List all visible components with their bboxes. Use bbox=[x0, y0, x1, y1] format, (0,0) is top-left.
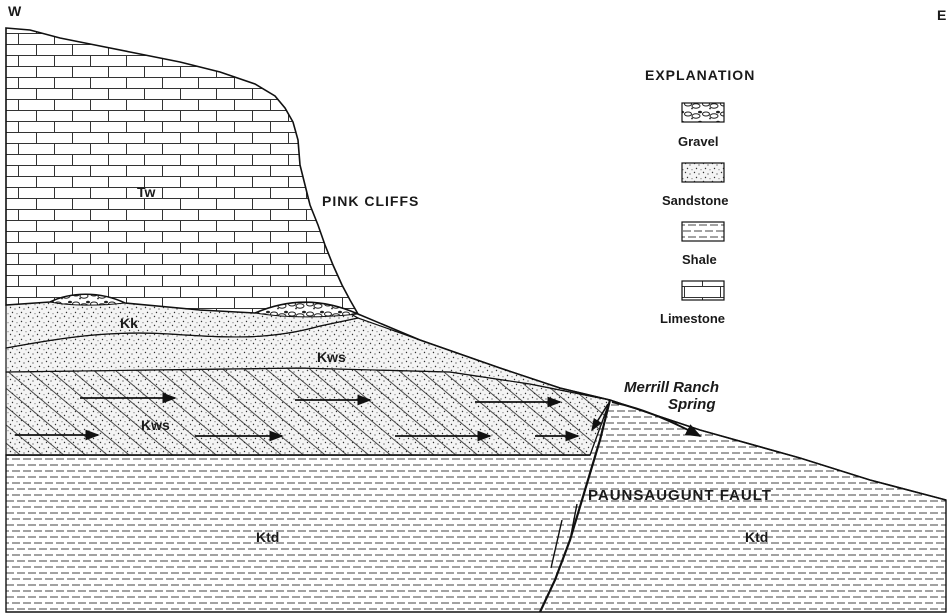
fault-displacement-arrow-down bbox=[550, 519, 563, 569]
kws-lower-label: Kws bbox=[141, 417, 170, 433]
pink-cliffs-label: PINK CLIFFS bbox=[322, 193, 419, 209]
paunsaugunt-fault-line bbox=[539, 399, 612, 613]
ktd-west-label: Ktd bbox=[256, 529, 279, 545]
kws-upper-label: Kws bbox=[317, 349, 346, 365]
legend-title: EXPLANATION bbox=[645, 67, 755, 83]
spring-label-line2: Spring bbox=[668, 396, 716, 413]
fault-label: PAUNSAUGUNT FAULT bbox=[588, 487, 772, 504]
legend-gravel-label: Gravel bbox=[678, 134, 718, 149]
legend: EXPLANATION Gravel Sandstone Shale Limes… bbox=[645, 67, 755, 326]
spring-label-line1: Merrill Ranch bbox=[624, 379, 719, 396]
spring-discharge-arrow bbox=[611, 401, 702, 437]
legend-shale-swatch bbox=[681, 221, 725, 242]
legend-sandstone-label: Sandstone bbox=[662, 193, 728, 208]
west-label: W bbox=[8, 3, 22, 19]
legend-shale-label: Shale bbox=[682, 252, 717, 267]
fault-displacement-arrow-up bbox=[570, 503, 578, 536]
east-label: E bbox=[937, 7, 946, 23]
legend-sandstone-swatch bbox=[681, 162, 725, 183]
legend-gravel-swatch bbox=[681, 102, 725, 123]
tw-limestone-unit bbox=[5, 27, 360, 316]
tw-label: Tw bbox=[137, 184, 156, 200]
legend-limestone-label: Limestone bbox=[660, 311, 725, 326]
kws-lower-hatch bbox=[6, 368, 610, 455]
ktd-east-label: Ktd bbox=[745, 529, 768, 545]
kk-label: Kk bbox=[120, 315, 138, 331]
legend-limestone-swatch bbox=[681, 280, 725, 301]
groundwater-flow-arrows bbox=[15, 392, 609, 442]
